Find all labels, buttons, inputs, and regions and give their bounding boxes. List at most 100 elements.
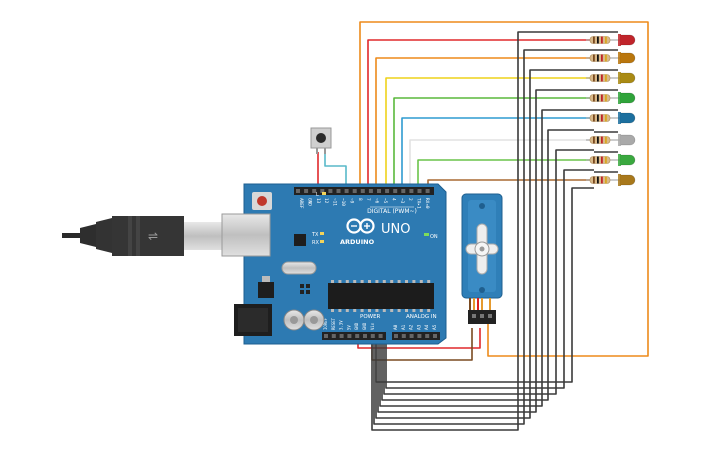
regulator <box>258 282 274 298</box>
wire-gnd-9[interactable] <box>375 187 594 383</box>
digital-label: DIGITAL (PWM~) <box>367 208 417 215</box>
resistor[interactable] <box>586 176 616 184</box>
usb-plug-body <box>112 216 184 256</box>
led[interactable] <box>594 109 636 124</box>
resistor[interactable] <box>586 94 616 102</box>
microcontroller-chip <box>328 283 434 309</box>
digital-pin-label: 12 <box>323 198 329 204</box>
board-brand: ARDUINO <box>340 238 375 246</box>
header-pins <box>296 189 437 338</box>
resistor-led-pair <box>586 131 636 146</box>
wire-yellow-led3[interactable] <box>385 77 592 188</box>
wire-gnd-1[interactable] <box>371 31 594 431</box>
power-pin-label: 3.3V <box>339 320 344 330</box>
l-led-label: L <box>316 192 319 198</box>
power-header <box>322 332 386 340</box>
led[interactable] <box>594 69 636 84</box>
resistor-led-pair <box>586 151 636 166</box>
digital-pin-label: GND <box>306 198 312 206</box>
tx-label: TX <box>311 232 319 238</box>
led[interactable] <box>594 89 636 104</box>
digital-pin-label: AREF <box>298 198 304 209</box>
on-led <box>424 233 429 236</box>
digital-pin-label: RX◂0 <box>424 198 430 209</box>
analog-pin-label: A1 <box>401 324 407 330</box>
resistor-led-pair <box>586 109 636 124</box>
wire-gnd-4[interactable] <box>377 89 594 413</box>
usb-icon: ⇌ <box>148 229 158 243</box>
wire-gnd-3[interactable] <box>375 69 594 419</box>
resistor[interactable] <box>586 74 616 82</box>
digital-pin-label: 7 <box>365 198 371 201</box>
servo-horn[interactable] <box>465 223 499 275</box>
board-model: UNO <box>381 222 410 237</box>
resistor-led-pair <box>586 31 636 46</box>
resistor[interactable] <box>586 156 616 164</box>
wires <box>317 21 649 431</box>
digital-pin-label: 4 <box>390 198 396 201</box>
wire-gnd-6[interactable] <box>381 129 594 401</box>
led[interactable] <box>594 171 636 186</box>
rx-label: RX <box>312 240 319 246</box>
arduino-logo-icon <box>346 218 375 234</box>
resistor[interactable] <box>586 136 616 144</box>
wire-gnd-8[interactable] <box>385 169 594 389</box>
analog-pin-label: A2 <box>409 324 415 330</box>
pushbutton[interactable] <box>310 127 332 154</box>
analog-label: ANALOG IN <box>406 314 437 320</box>
resistor-led-pair <box>586 49 636 64</box>
resistor-led-pair <box>586 171 636 186</box>
crystal <box>281 261 317 275</box>
power-pin-label: GND <box>362 322 367 330</box>
tx-led <box>320 232 324 235</box>
resistor[interactable] <box>586 114 616 122</box>
power-label: POWER <box>360 314 381 320</box>
led[interactable] <box>594 49 636 64</box>
pushbutton-cap <box>316 133 326 143</box>
resistor[interactable] <box>586 36 616 44</box>
led[interactable] <box>594 151 636 166</box>
resistor[interactable] <box>586 54 616 62</box>
wire-orange-led2[interactable] <box>375 57 592 188</box>
analog-header <box>392 332 440 340</box>
wire-blue-led5[interactable] <box>401 117 592 188</box>
wire-green-led4[interactable] <box>393 97 592 188</box>
analog-pin-label: A5 <box>432 324 438 330</box>
l-led <box>322 192 326 195</box>
digital-pin-label: ~3 <box>399 198 405 204</box>
led[interactable] <box>594 131 636 146</box>
rx-led <box>320 240 324 243</box>
power-pin-label: RESET <box>331 317 336 330</box>
digital-pin-label: ~9 <box>348 198 354 204</box>
wire-gnd-2[interactable] <box>373 49 594 425</box>
digital-pin-label: ~5 <box>382 198 388 204</box>
digital-pin-label: 8 <box>357 198 363 201</box>
wire-gnd-7[interactable] <box>383 149 594 395</box>
power-pin-label: Vin <box>370 322 375 330</box>
led[interactable] <box>594 31 636 46</box>
analog-pin-label: A3 <box>416 324 422 330</box>
analog-pin-label: A0 <box>393 324 399 330</box>
digital-pin-label: 13 <box>315 198 321 204</box>
wire-white-led6[interactable] <box>409 139 592 188</box>
wire-lightgreen-led7[interactable] <box>417 159 592 188</box>
wire-teal-button[interactable] <box>324 152 347 188</box>
power-pin-label: GND <box>354 322 359 330</box>
usb-cable[interactable]: ⇌ <box>62 216 228 256</box>
digital-pin-label: ~6 <box>374 198 380 204</box>
usb-port <box>221 213 271 257</box>
servo-motor[interactable] <box>461 193 503 324</box>
usb-plug-metal <box>184 222 228 250</box>
icsp-header <box>300 284 310 294</box>
resistor-led-column <box>586 31 636 186</box>
on-label: ON <box>430 234 438 240</box>
usb-cable-end <box>62 233 80 238</box>
wire-brown-led8[interactable] <box>427 179 592 188</box>
wire-orange-outer[interactable] <box>359 21 649 357</box>
power-pin-label: 5V <box>346 325 351 330</box>
